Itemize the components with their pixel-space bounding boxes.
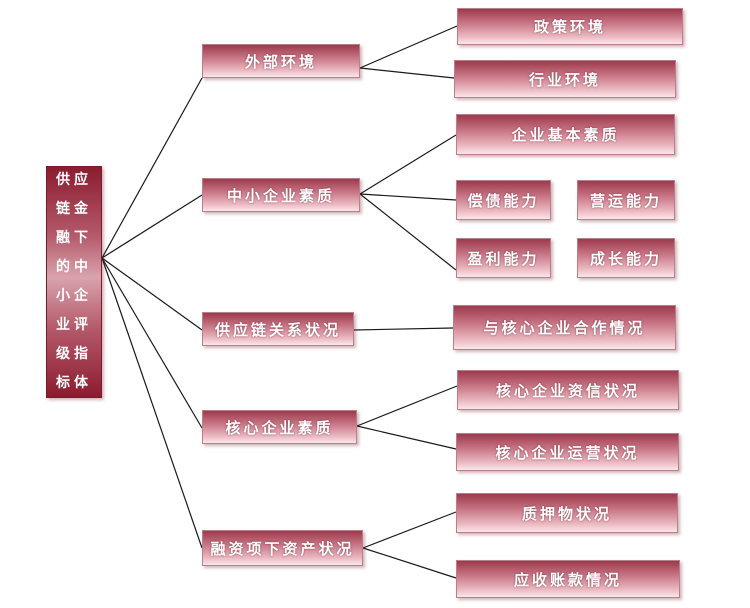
item-profitability: 盈利能力 (456, 238, 551, 278)
item-label: 应收账款情况 (513, 570, 622, 589)
item-label: 偿债能力 (467, 191, 540, 210)
item-label: 政策环境 (533, 18, 606, 36)
item-industry-environment: 行业环境 (454, 60, 676, 98)
link-assets-collateral (362, 511, 457, 549)
category-sme-quality: 中小企业素质 (202, 178, 360, 212)
item-label: 核心企业资信状况 (495, 381, 640, 400)
category-core-enterprise-quality: 核心企业素质 (202, 410, 357, 444)
item-core-cooperation: 与核心企业合作情况 (453, 305, 676, 350)
category-supply-chain-relationship: 供应链关系状况 (202, 312, 354, 346)
item-label: 行业环境 (528, 70, 601, 89)
link-external-policy (359, 25, 458, 69)
root-line: 融下 (56, 230, 92, 246)
category-label: 中小企业素质 (226, 186, 335, 205)
root-index-system-box: 供应 链金 融下 的中 小企 业评 级指 标体 (46, 166, 102, 398)
item-label: 营运能力 (589, 191, 662, 210)
root-line: 的中 (56, 259, 92, 275)
link-root-external (101, 77, 203, 259)
item-label: 企业基本素质 (511, 126, 620, 144)
link-sme-basic (359, 134, 457, 195)
item-operating-capacity: 营运能力 (577, 180, 675, 220)
item-label: 与核心企业合作情况 (483, 319, 646, 337)
link-root-sme (101, 194, 203, 259)
link-root-core (101, 257, 203, 429)
link-sme-solvency (359, 193, 457, 201)
root-line: 标体 (56, 375, 92, 391)
category-label: 核心企业素质 (225, 418, 334, 437)
link-supply-cooperation (353, 327, 454, 331)
root-line: 供应 (56, 172, 92, 188)
category-label: 外部环境 (244, 52, 317, 71)
item-label: 盈利能力 (467, 249, 540, 268)
item-receivables-status: 应收账款情况 (456, 560, 680, 598)
category-external-environment: 外部环境 (202, 44, 360, 78)
link-root-assets (101, 257, 203, 549)
link-core-credit (356, 385, 458, 427)
item-core-credit-status: 核心企业资信状况 (457, 370, 679, 410)
root-line: 级指 (56, 346, 92, 362)
item-growth-capacity: 成长能力 (577, 238, 675, 278)
item-solvency: 偿债能力 (456, 180, 551, 220)
item-collateral-status: 质押物状况 (456, 493, 678, 533)
item-basic-quality: 企业基本素质 (456, 114, 675, 155)
item-core-operation-status: 核心企业运营状况 (456, 433, 679, 471)
link-assets-receivables (362, 547, 457, 579)
category-financing-assets: 融资项下资产状况 (202, 530, 363, 566)
link-sme-profit (359, 193, 457, 271)
link-root-supply (101, 257, 203, 331)
link-external-industry (359, 67, 455, 79)
root-line: 业评 (56, 317, 92, 333)
link-core-operation (356, 425, 457, 450)
item-label: 成长能力 (589, 249, 662, 268)
root-line: 链金 (56, 201, 92, 217)
root-line: 小企 (56, 288, 92, 304)
category-label: 供应链关系状况 (214, 320, 341, 339)
item-label: 核心企业运营状况 (495, 443, 640, 462)
item-label: 质押物状况 (521, 504, 612, 523)
category-label: 融资项下资产状况 (210, 539, 355, 558)
item-policy-environment: 政策环境 (457, 8, 683, 45)
